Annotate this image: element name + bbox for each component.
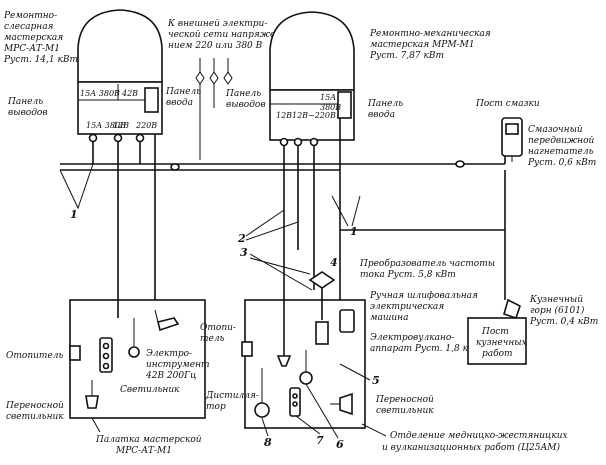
power-tool-label-2: инструмент [146, 360, 210, 370]
forge-post-label-1: Пост [481, 327, 509, 337]
socket-right-2 [293, 137, 303, 147]
portable-lamp-left-label-1: Переносной [5, 401, 64, 411]
socket-right-1 [279, 137, 289, 147]
freq-converter [308, 271, 336, 320]
panel-out-left-label-2: выводов [8, 108, 48, 118]
panel-mark-right-4: 12В [292, 111, 308, 120]
workshop-right-roof [269, 11, 355, 91]
panel-in-left-label-1: Панель [165, 87, 201, 97]
portable-lamp-right [330, 392, 353, 416]
department-equipment [241, 300, 313, 418]
portable-lamp-right-label-1: Переносной [375, 395, 434, 405]
forge-label-1: Кузнечный [529, 295, 583, 305]
grinder [339, 309, 355, 333]
heater-right-label-2: тель [200, 334, 225, 344]
tent-label-1: Палатка мастерской [95, 435, 202, 445]
grease-blower-label-4: Руст. 0,6 кВт [527, 158, 596, 168]
panel-mark-right-2: 380В [320, 103, 341, 112]
panel-mark-left-5: 220В [135, 121, 157, 130]
external-network-label-2: ческой сети напряже- [168, 30, 278, 40]
heater-right-label-1: Отопи- [200, 323, 236, 333]
workshop-left-label-2: слесарная [4, 22, 54, 32]
freq-converter-label-1: Преобразователь частоты [359, 258, 495, 269]
panel-mark-left-2: 42В [121, 89, 138, 98]
callout-5: 5 [372, 374, 380, 387]
portable-lamp-right-label-2: светильник [376, 406, 434, 416]
workshop-right: 15А 380В 12В 12В ~220В [269, 11, 355, 147]
external-network-label-3: нием 220 или 380 В [168, 41, 263, 51]
panel-out-right-label-1: Панель [225, 89, 261, 99]
socket-left-2 [113, 133, 123, 143]
workshop-left: 15А 380В 42В 15А 380В 12В 220В [77, 9, 163, 143]
workshop-left-label-1: Ремонтно- [3, 11, 57, 21]
forge-post [467, 298, 527, 365]
cable-1-left [59, 163, 94, 210]
panel-mark-left-4: 12В [113, 121, 129, 130]
callout-4: 4 [330, 256, 338, 269]
welder [315, 321, 329, 345]
callout-3: 3 [240, 246, 248, 259]
tent-label-2: МРС-АТ-М1 [115, 446, 172, 456]
freq-converter-label-2: тока Руст. 5,8 кВт [360, 270, 456, 280]
panel-in-left-box [144, 87, 159, 113]
workshop-left-label-5: Руст. 14,1 кВт [3, 55, 78, 65]
workshop-left-label-4: МРС-АТ-М1 [3, 44, 60, 54]
panel-mark-right-5: ~220В [308, 111, 336, 120]
panel-mark-left-1: 15А 380В [80, 89, 120, 98]
callout-7: 7 [316, 434, 324, 447]
forge-label-3: Руст. 0,4 кВт [529, 317, 598, 327]
callout-8: 8 [264, 436, 272, 449]
workshop-left-label-3: мастерская [4, 33, 63, 43]
workshop-right-label-2: мастерская МРМ-М1 [370, 40, 475, 50]
forge-label-2: горн (6101) [530, 305, 585, 316]
power-tool-label-3: 42В 200Гц [145, 371, 196, 381]
grinder-label-3: машина [370, 313, 408, 323]
grease-blower-label-2: передвижной [528, 136, 595, 146]
callout-1: 1 [350, 225, 358, 238]
grinder-label-1: Ручная шлифовальная [369, 291, 478, 301]
portable-lamp-left-label-2: светильник [6, 412, 64, 422]
welder-label-2: аппарат Руст. 1,8 кВт [370, 344, 483, 354]
forge-post-label-3: работ [482, 348, 513, 359]
department-label-2: и вулканизационных работ (Ц25АМ) [382, 442, 560, 453]
panel-mark-left-3: 15А 380В [86, 121, 126, 130]
panel-out-left-label-1: Панель [7, 97, 43, 107]
welder-label-1: Электровулкано- [370, 333, 454, 343]
lubrication-post-label: Пост смазки [475, 99, 540, 109]
portable-lamp-left [85, 380, 99, 409]
distiller-label-2: тор [206, 402, 226, 412]
socket-left-1 [88, 133, 98, 143]
panel-mark-right-1: 15А [320, 93, 336, 102]
distiller-label-1: Дистилля- [205, 391, 259, 401]
callout-6: 6 [336, 438, 344, 451]
panel-out-right-label-2: выводов [226, 100, 266, 110]
heater-left [69, 345, 81, 361]
panel-mark-right-3: 12В [276, 111, 292, 120]
panel-in-right-label-2: ввода [368, 110, 395, 120]
external-network-leads [195, 58, 233, 160]
socket-left-3 [135, 133, 145, 143]
heater-left-label: Отопитель [6, 351, 64, 361]
workshop-left-roof [77, 9, 163, 83]
grease-blower-label-3: нагнетатель [528, 147, 594, 157]
lamp-label: Светильник [120, 385, 180, 395]
socket-right-3 [309, 137, 319, 147]
grease-blower-unit [501, 117, 523, 162]
workshop-right-label-1: Ремонтно-механическая [369, 29, 491, 39]
grinder-label-2: электрическая [370, 302, 444, 312]
department-label-1: Отделение медницко-жестяницких [390, 431, 568, 441]
power-tool-label-1: Электро- [146, 349, 192, 359]
tent-equipment [99, 309, 180, 373]
workshop-right-label-3: Руст. 7,87 кВт [369, 51, 444, 61]
panel-in-right-label-1: Панель [367, 99, 403, 109]
grease-blower-label-1: Смазочный [528, 125, 583, 135]
panel-in-right-box [337, 91, 352, 119]
external-network-label-1: К внешней электри- [167, 19, 267, 29]
callout-2: 2 [237, 232, 246, 245]
forge-post-label-2: кузнечных [476, 338, 527, 348]
panel-in-left-label-2: ввода [166, 98, 193, 108]
callout-1-left: 1 [70, 208, 78, 221]
